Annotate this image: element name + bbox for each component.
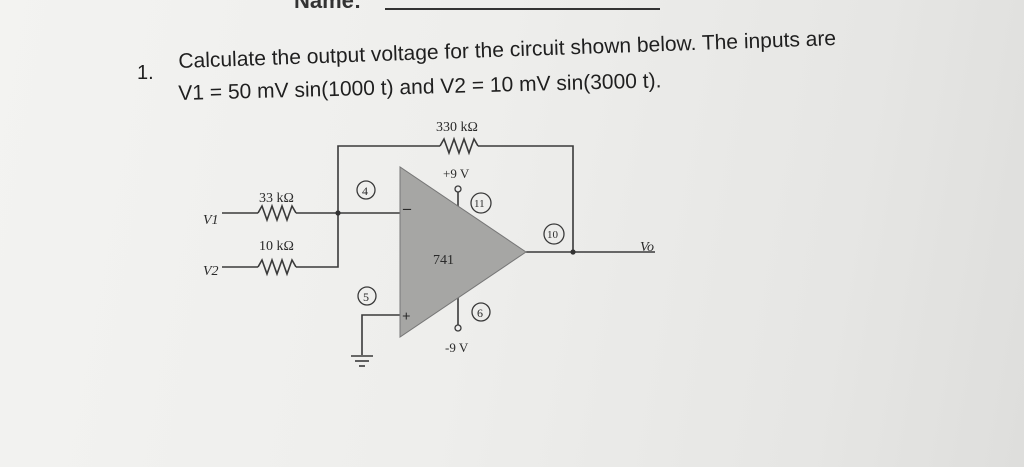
resistor-330k (439, 136, 479, 156)
pin-11-label: 11 (474, 198, 485, 210)
name-underline (385, 8, 660, 10)
pin-4-label: 4 (362, 184, 368, 198)
name-label: Name: (294, 0, 362, 13)
label-pos-supply: +9 V (443, 166, 470, 181)
pin-5-label: 5 (363, 290, 369, 304)
pin-4-circle (356, 180, 376, 200)
pin-11-circle (470, 192, 492, 214)
pin-5-circle (357, 286, 377, 306)
feedback-wire-right (478, 145, 574, 252)
resistor-10k (257, 257, 297, 277)
junction-dot-output (570, 249, 576, 255)
junction-dot-input (335, 210, 341, 216)
v2-junction-wire (296, 213, 339, 268)
label-v1: V1 (203, 213, 219, 228)
pin-10-label: 10 (547, 229, 559, 241)
pin-6-label: 6 (477, 306, 483, 320)
label-330k: 330 kΩ (436, 120, 478, 135)
resistor-33k (257, 203, 297, 223)
noninverting-sign: + (402, 309, 411, 325)
ground-wire (361, 314, 400, 355)
label-vo: Vo (640, 240, 654, 255)
pos-supply-terminal (454, 185, 462, 193)
question-number: 1. (137, 62, 154, 84)
label-v2: V2 (203, 264, 219, 279)
label-33k: 33 kΩ (259, 191, 294, 206)
inverting-sign: – (402, 200, 412, 217)
pin-10-circle (543, 223, 565, 245)
feedback-wire-left (337, 145, 440, 213)
neg-supply-terminal (454, 324, 462, 332)
pin-6-circle (471, 302, 491, 322)
ground-icon (351, 355, 373, 367)
opamp-triangle (399, 166, 527, 338)
label-neg-supply: -9 V (445, 340, 469, 355)
label-741: 741 (433, 253, 454, 268)
label-10k: 10 kΩ (259, 239, 294, 254)
